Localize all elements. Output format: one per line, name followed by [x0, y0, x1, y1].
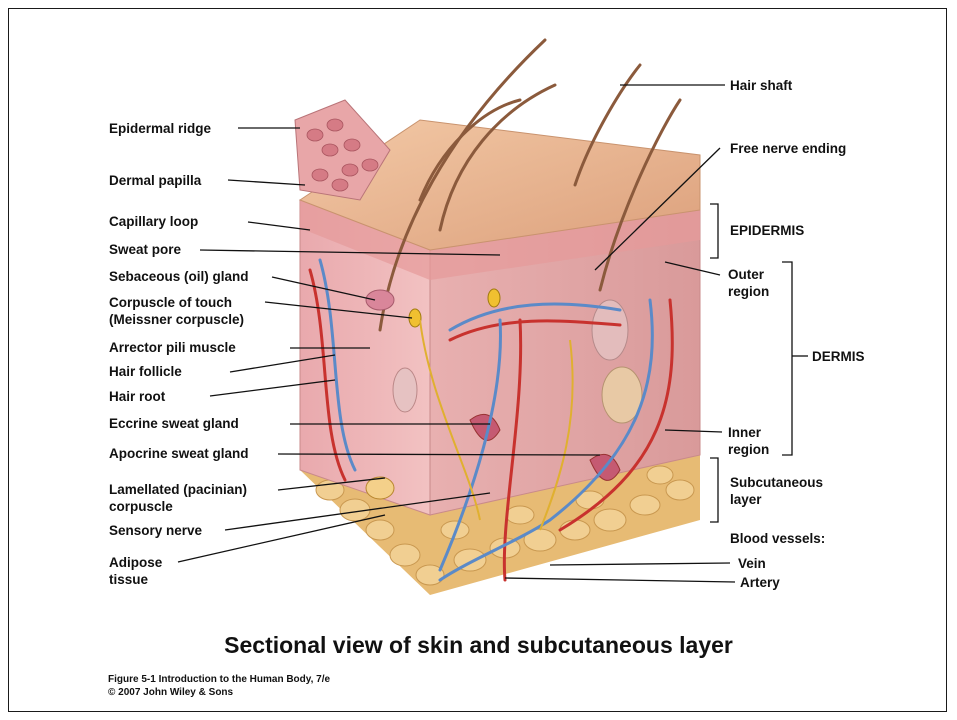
label-free-nerve-ending: Free nerve ending	[730, 140, 846, 157]
label-apocrine-gland: Apocrine sweat gland	[109, 445, 249, 462]
label-corpuscle-of-touch: Corpuscle of touch	[109, 294, 232, 311]
label-inner-region: region	[728, 441, 769, 458]
label-eccrine-gland: Eccrine sweat gland	[109, 415, 239, 432]
label-epidermis: EPIDERMIS	[730, 222, 804, 239]
label-dermis: DERMIS	[812, 348, 865, 365]
label-corpuscle: corpuscle	[109, 498, 173, 515]
label-meissner-corpuscle: (Meissner corpuscle)	[109, 311, 244, 328]
label-sebaceous-gland: Sebaceous (oil) gland	[109, 268, 249, 285]
label-artery: Artery	[740, 574, 780, 591]
label-epidermal-ridge: Epidermal ridge	[109, 120, 211, 137]
label-capillary-loop: Capillary loop	[109, 213, 198, 230]
label-tissue: tissue	[109, 571, 148, 588]
label-dermal-papilla: Dermal papilla	[109, 172, 201, 189]
figure-caption: Sectional view of skin and subcutaneous …	[0, 632, 957, 659]
label-hair-root: Hair root	[109, 388, 165, 405]
copyright-line: © 2007 John Wiley & Sons	[108, 687, 233, 698]
label-hair-shaft: Hair shaft	[730, 77, 792, 94]
label-sensory-nerve: Sensory nerve	[109, 522, 202, 539]
figure-credit-line: Figure 5-1 Introduction to the Human Bod…	[108, 674, 330, 685]
label-adipose: Adipose	[109, 554, 162, 571]
label-outer: Outer	[728, 266, 764, 283]
label-vein: Vein	[738, 555, 766, 572]
label-inner: Inner	[728, 424, 761, 441]
label-subcutaneous: Subcutaneous	[730, 474, 823, 491]
label-blood-vessels: Blood vessels:	[730, 530, 825, 547]
label-arrector-pili: Arrector pili muscle	[109, 339, 236, 356]
label-sweat-pore: Sweat pore	[109, 241, 181, 258]
label-hair-follicle: Hair follicle	[109, 363, 182, 380]
label-lamellated: Lamellated (pacinian)	[109, 481, 247, 498]
label-layer: layer	[730, 491, 762, 508]
label-outer-region: region	[728, 283, 769, 300]
